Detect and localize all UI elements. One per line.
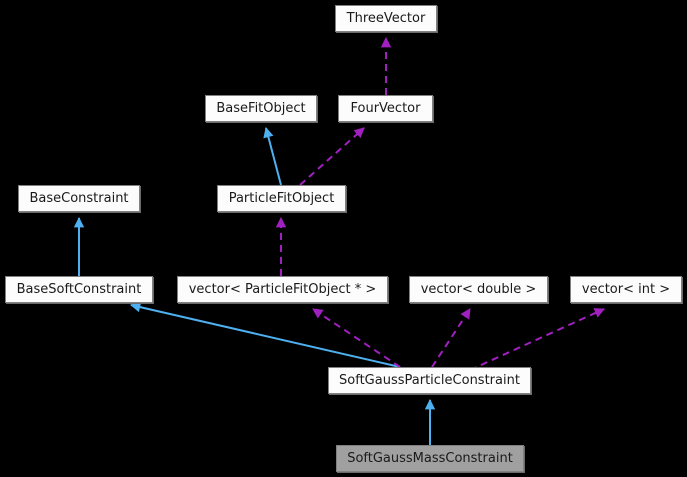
- class-node-label: vector< int >: [581, 282, 671, 297]
- edge-particle_fit_object-to-base_fit_object: [263, 126, 282, 186]
- class-node-label: vector< double >: [420, 282, 537, 297]
- class-node-label: BaseConstraint: [29, 191, 129, 206]
- class-node-soft_gauss_particle_constraint[interactable]: SoftGaussParticleConstraint: [328, 367, 531, 394]
- class-node-label: SoftGaussMassConstraint: [347, 451, 513, 466]
- edge-soft_gauss_particle_constraint-to-vector_particle_fit_object: [312, 308, 401, 368]
- class-node-label: BaseFitObject: [216, 101, 306, 116]
- class-node-label: BaseSoftConstraint: [16, 282, 142, 297]
- class-node-label: SoftGaussParticleConstraint: [339, 373, 520, 388]
- class-node-base_fit_object[interactable]: BaseFitObject: [205, 95, 317, 122]
- class-node-four_vector[interactable]: FourVector: [338, 95, 433, 122]
- class-node-three_vector[interactable]: ThreeVector: [335, 5, 437, 32]
- class-node-vector_double[interactable]: vector< double >: [409, 276, 548, 303]
- edge-soft_gauss_particle_constraint-to-vector_int: [469, 308, 605, 371]
- class-node-label: ParticleFitObject: [228, 191, 335, 206]
- edge-soft_gauss_particle_constraint-to-vector_double: [431, 308, 471, 368]
- class-node-base_constraint[interactable]: BaseConstraint: [18, 185, 140, 212]
- class-node-soft_gauss_mass_constraint[interactable]: SoftGaussMassConstraint: [336, 445, 524, 472]
- class-node-label: ThreeVector: [346, 11, 426, 26]
- class-node-vector_particle_fit_object[interactable]: vector< ParticleFitObject * >: [177, 276, 388, 303]
- class-node-vector_int[interactable]: vector< int >: [570, 276, 682, 303]
- class-node-label: vector< ParticleFitObject * >: [188, 282, 377, 297]
- edge-particle_fit_object-to-four_vector: [299, 127, 365, 186]
- class-node-label: FourVector: [350, 101, 421, 116]
- class-node-base_soft_constraint[interactable]: BaseSoftConstraint: [5, 276, 153, 303]
- class-node-particle_fit_object[interactable]: ParticleFitObject: [217, 185, 346, 212]
- edge-soft_gauss_particle_constraint-to-base_soft_constraint: [129, 302, 401, 368]
